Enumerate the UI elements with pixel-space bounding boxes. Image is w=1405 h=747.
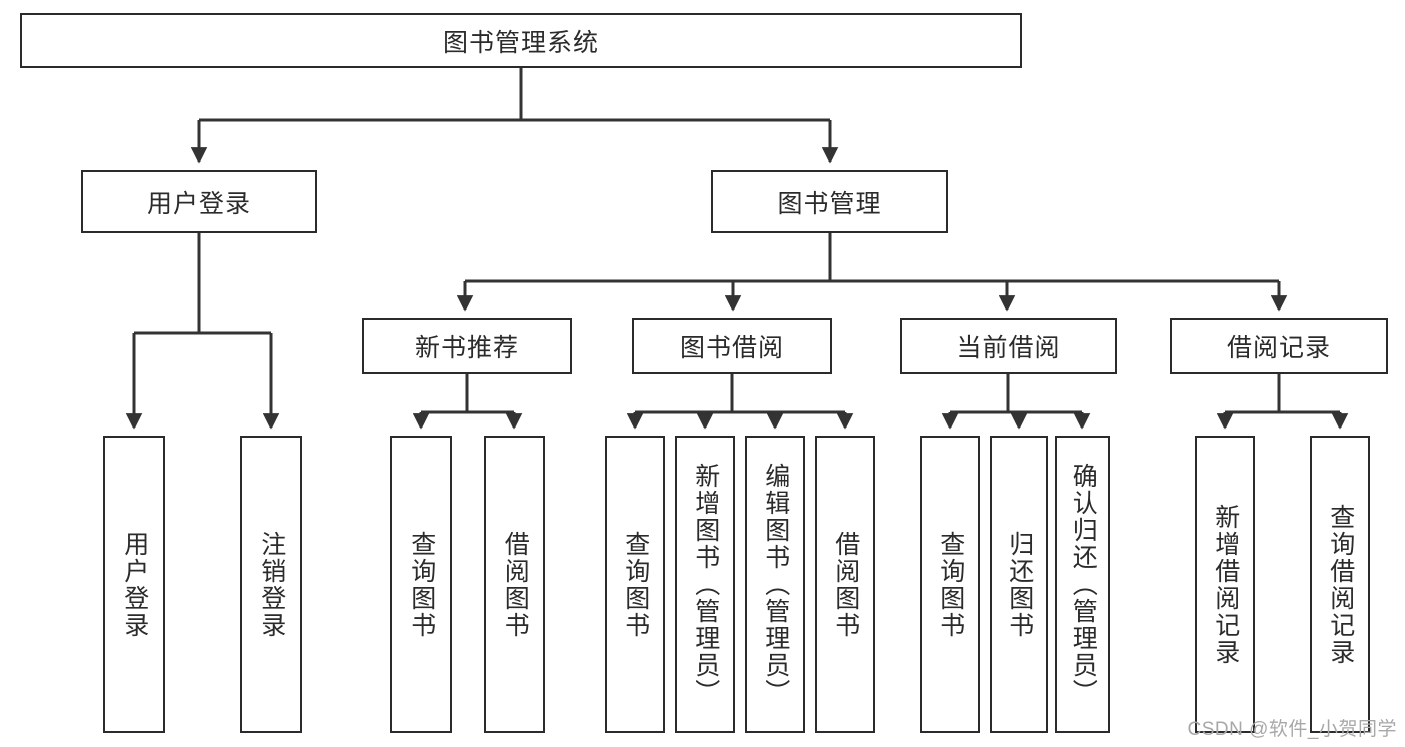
leaf-query-book-newbook-label: 查询图书 [407,530,436,639]
leaf-borrow-book-newbook[interactable]: 借阅图书 [484,436,545,733]
leaf-query-book-newbook[interactable]: 查询图书 [390,436,452,733]
node-book-borrow-label: 图书借阅 [679,334,784,362]
node-book-borrow[interactable]: 图书借阅 [632,318,832,374]
leaf-add-borrow-record-label: 新增借阅记录 [1211,503,1240,666]
leaf-add-borrow-record[interactable]: 新增借阅记录 [1195,436,1255,733]
leaf-add-book-admin[interactable]: 新增图书（管理员） [675,436,735,733]
leaf-query-book-current[interactable]: 查询图书 [920,436,980,733]
node-user-login-label: 用户登录 [146,189,251,218]
leaf-add-book-admin-label: 新增图书（管理员） [691,463,720,706]
leaf-edit-book-admin-label: 编辑图书（管理员） [761,463,790,706]
leaf-user-login-label: 用户登录 [120,530,149,639]
node-user-login[interactable]: 用户登录 [81,170,317,233]
leaf-user-login[interactable]: 用户登录 [103,436,165,733]
leaf-edit-book-admin[interactable]: 编辑图书（管理员） [745,436,805,733]
leaf-query-book-borrow[interactable]: 查询图书 [605,436,665,733]
leaf-query-borrow-record[interactable]: 查询借阅记录 [1310,436,1370,733]
leaf-query-borrow-record-label: 查询借阅记录 [1326,503,1355,666]
leaf-query-book-current-label: 查询图书 [936,530,965,639]
node-book-management-label: 图书管理 [777,189,882,218]
node-new-book-recommend[interactable]: 新书推荐 [362,318,572,374]
leaf-logout[interactable]: 注销登录 [240,436,302,733]
leaf-query-book-borrow-label: 查询图书 [621,530,650,639]
leaf-borrow-book-borrow[interactable]: 借阅图书 [815,436,875,733]
leaf-borrow-book-borrow-label: 借阅图书 [831,530,860,639]
node-current-borrow-label: 当前借阅 [956,334,1061,362]
leaf-confirm-return-admin-label: 确认归还（管理员） [1069,463,1098,706]
leaf-return-book-label: 归还图书 [1005,530,1034,639]
node-new-book-recommend-label: 新书推荐 [414,334,519,362]
node-book-management[interactable]: 图书管理 [711,170,948,233]
leaf-borrow-book-newbook-label: 借阅图书 [501,530,530,639]
node-root[interactable]: 图书管理系统 [20,13,1022,68]
node-root-label: 图书管理系统 [442,28,599,57]
leaf-logout-label: 注销登录 [257,530,286,639]
node-borrow-record-label: 借阅记录 [1226,334,1331,362]
leaf-return-book[interactable]: 归还图书 [990,436,1048,733]
node-current-borrow[interactable]: 当前借阅 [900,318,1117,374]
leaf-confirm-return-admin[interactable]: 确认归还（管理员） [1055,436,1110,733]
node-borrow-record[interactable]: 借阅记录 [1170,318,1388,374]
csdn-watermark: CSDN @软件_小贺同学 [1187,719,1397,740]
